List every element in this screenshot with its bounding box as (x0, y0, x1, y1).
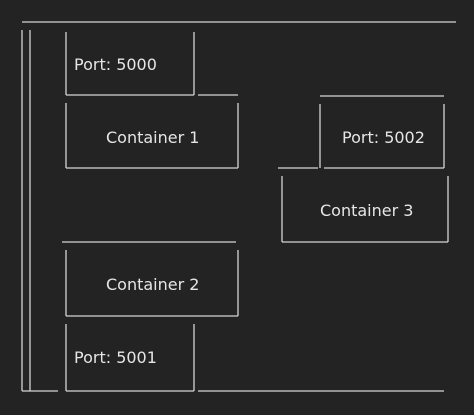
outer-frame (21, 21, 456, 392)
container-1-label: Container 1 (106, 128, 199, 147)
port-5000-label: Port: 5000 (74, 55, 157, 74)
port-5002-label: Port: 5002 (342, 128, 425, 147)
container-2-box: Container 2 (62, 241, 239, 317)
port-5002-box: Port: 5002 (278, 95, 445, 169)
container-3-box: Container 3 (281, 176, 449, 243)
container-2-label: Container 2 (106, 275, 199, 294)
container-1-box: Container 1 (65, 94, 239, 169)
port-5000-box: Port: 5000 (65, 32, 195, 96)
container-3-label: Container 3 (320, 201, 413, 220)
port-5001-label: Port: 5001 (74, 348, 157, 367)
port-5001-box: Port: 5001 (65, 324, 195, 392)
